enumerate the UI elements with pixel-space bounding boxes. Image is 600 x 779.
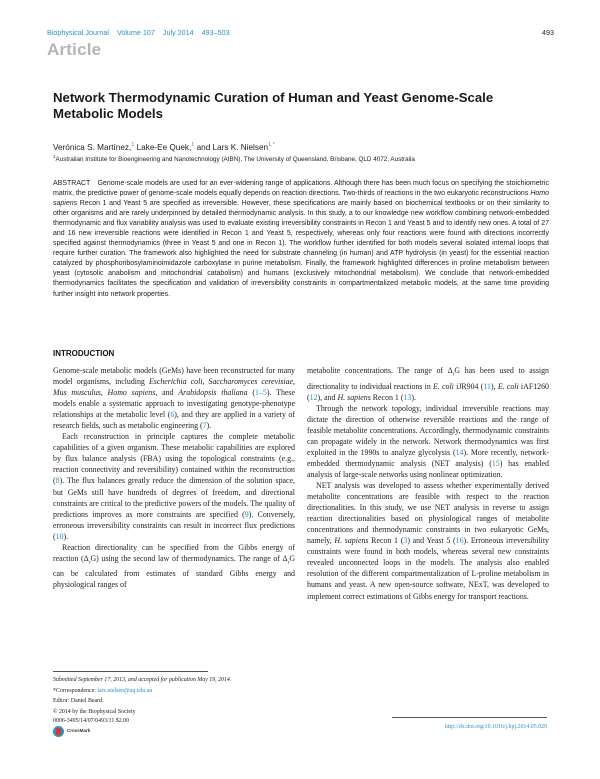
citation-link[interactable]: 12: [309, 392, 318, 402]
doi-link[interactable]: http://dx.doi.org/10.1016/j.bpj.2014.05.…: [444, 724, 547, 730]
citation-link[interactable]: 14: [455, 447, 464, 457]
affiliation-text: Australian Institute for Bioengineering …: [55, 156, 415, 163]
abstract-italic: Homo sapiens: [53, 190, 549, 208]
running-head: Biophysical Journal Volume 107 July 2014…: [47, 28, 236, 37]
citation-link[interactable]: 6: [170, 410, 175, 420]
paragraph: Reaction directionality can be specified…: [53, 542, 296, 590]
abstract-text: Recon 1 and Yeast 5 are specified as irr…: [53, 200, 549, 298]
citation-link[interactable]: 16: [455, 536, 464, 546]
author-affiliation-mark: 1,*: [268, 142, 275, 148]
journal-volume: Volume 107: [116, 28, 155, 37]
author-name: and Lars K. Nielsen: [196, 143, 269, 152]
email-link[interactable]: lars.nielsen@uq.edu.au: [97, 687, 153, 694]
paragraph: Each reconstruction in principle capture…: [53, 432, 295, 541]
paragraph: Through the network topology, individual…: [307, 403, 549, 479]
copyright: © 2014 by the Biophysical Society: [53, 709, 136, 716]
citation-link[interactable]: 9: [244, 509, 249, 519]
author-affiliation-mark: 1: [131, 142, 135, 148]
author-list: Verónica S. Martínez,1 Lake-Ee Quek,1 an…: [53, 142, 275, 152]
abstract: ABSTRACT Genome-scale models are used fo…: [53, 179, 549, 300]
editor-line: Editor: Daniel Beard.: [53, 698, 104, 705]
issn-price: 0006-3495/14/07/0493/11 $2.00: [53, 717, 130, 724]
section-heading-introduction: INTRODUCTION: [53, 349, 115, 358]
footnote-divider: [53, 671, 208, 672]
crossmark-icon: [53, 725, 64, 737]
doi-divider: [392, 717, 547, 718]
submission-dates: Submitted September 17, 2013, and accept…: [53, 677, 232, 683]
abstract-text: Genome-scale models are used for an ever…: [53, 180, 549, 198]
author-name: Lake-Ee Quek,: [136, 143, 192, 152]
page-number: 493: [542, 28, 554, 37]
article-type-label: Article: [47, 40, 102, 59]
crossmark-badge[interactable]: CrossMark: [53, 725, 303, 737]
body-column-left: Genome-scale metabolic models (GeMs) hav…: [53, 365, 295, 591]
author-name: Verónica S. Martínez,: [53, 143, 132, 152]
affiliation-mark: 1: [53, 154, 56, 159]
abstract-label: ABSTRACT: [53, 180, 91, 187]
paragraph: NET analysis was developed to assess whe…: [307, 481, 549, 601]
citation-link[interactable]: 3: [403, 536, 408, 546]
paragraph: metabolite concentrations. The range of …: [307, 366, 549, 402]
journal-name[interactable]: Biophysical Journal: [47, 28, 109, 37]
correspondence: *Correspondence: lars.nielsen@uq.edu.au: [53, 687, 153, 694]
citation-link[interactable]: 10: [55, 531, 64, 541]
citation-link[interactable]: 8: [55, 476, 60, 486]
crossmark-label: CrossMark: [67, 727, 91, 733]
author-affiliation-mark: 1: [191, 142, 195, 148]
footnotes: Submitted September 17, 2013, and accept…: [53, 676, 303, 737]
citation-link[interactable]: 7: [202, 421, 207, 431]
citation-link[interactable]: 11: [483, 381, 491, 391]
journal-date: July 2014: [162, 28, 194, 37]
affiliation: 1Australian Institute for Bioengineering…: [53, 154, 415, 163]
paragraph: Genome-scale metabolic models (GeMs) hav…: [53, 366, 296, 431]
citation-link[interactable]: 13: [403, 392, 412, 402]
citation-link[interactable]: 15: [491, 458, 500, 468]
journal-pages: 493–503: [201, 28, 230, 37]
paper-title: Network Thermodynamic Curation of Human …: [53, 90, 494, 121]
citation-link[interactable]: 1–5: [255, 388, 267, 398]
body-column-right: metabolite concentrations. The range of …: [307, 365, 549, 602]
